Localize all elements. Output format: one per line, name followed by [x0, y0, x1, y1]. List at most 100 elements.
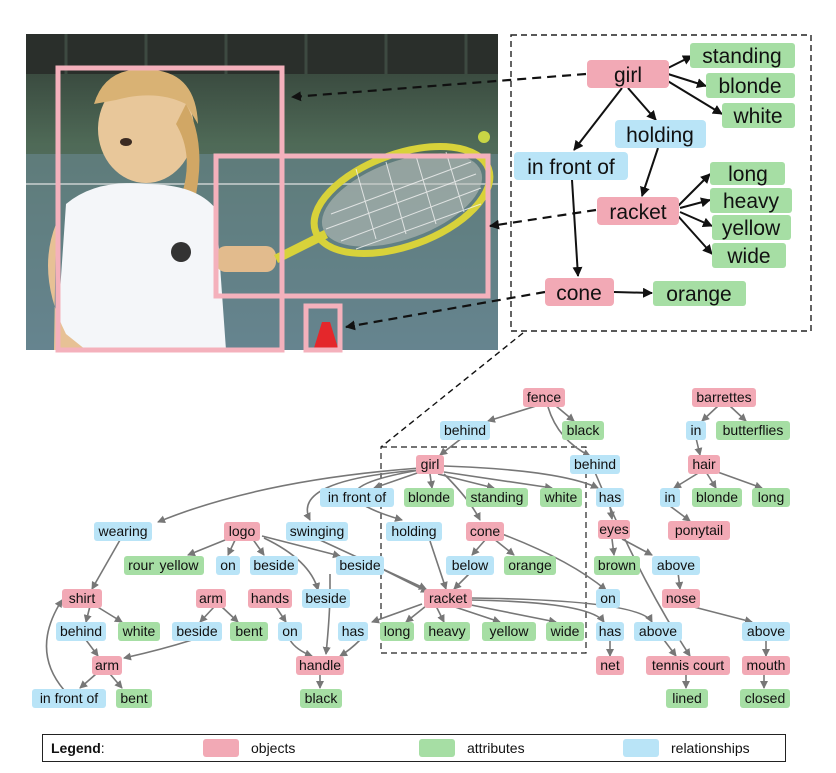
node-label-above-1: above: [657, 557, 695, 573]
node-label-bent-2: bent: [120, 690, 147, 706]
node-label-lined: lined: [672, 690, 702, 706]
node-nose: nose: [662, 589, 700, 608]
node-label-mouth: mouth: [747, 657, 786, 673]
node-label-behind-2: behind: [574, 456, 616, 472]
inset-node-racket: racket: [597, 197, 679, 225]
node-label-standing: standing: [471, 489, 524, 505]
node-label-white-2: white: [122, 623, 156, 639]
node-label-wearing: wearing: [97, 523, 147, 539]
node-racket: racket: [424, 589, 472, 608]
legend: Legend: objects attributes relationships: [42, 734, 786, 762]
node-label-in-1: in: [691, 422, 702, 438]
inset-node-holding: holding: [615, 120, 706, 148]
node-label-in-2: in: [665, 489, 676, 505]
node-girl: girl: [416, 455, 444, 474]
node-label-swinging: swinging: [290, 523, 344, 539]
inset-label-girl: girl: [614, 64, 642, 87]
node-long-2: long: [752, 488, 790, 507]
node-label-long-1: long: [384, 623, 410, 639]
inset-label-racket: racket: [609, 201, 666, 224]
node-black-2: black: [300, 689, 342, 708]
node-label-blonde-1: blonde: [408, 489, 450, 505]
node-in-front-of-1: in front of: [320, 488, 394, 507]
node-orange: orange: [504, 556, 556, 575]
cone-bounding-box: [303, 303, 343, 353]
node-butterflies: butterflies: [716, 421, 790, 440]
full-graph-edges: [45, 405, 770, 691]
node-holding: holding: [386, 522, 442, 541]
grounding-arrows: [291, 72, 597, 331]
node-label-eyes: eyes: [599, 521, 629, 537]
node-label-beside-3: beside: [305, 590, 346, 606]
node-white-2: white: [118, 622, 160, 641]
node-label-heavy: heavy: [428, 623, 465, 639]
node-label-long-2: long: [758, 489, 784, 505]
node-label-below: below: [452, 557, 489, 573]
inset-label-heavy: heavy: [723, 190, 780, 213]
node-label-net: net: [600, 657, 620, 673]
legend-relationships-label: relationships: [671, 740, 750, 756]
node-on-2: on: [596, 589, 620, 608]
node-label-white-1: white: [544, 489, 578, 505]
node-label-girl: girl: [421, 456, 440, 472]
inset-nodes: girl standing blonde white holding in fr…: [514, 43, 795, 306]
zoom-connector-lines: [380, 332, 524, 448]
inset-label-holding: holding: [626, 124, 694, 147]
node-tennis-court: tennis court: [646, 656, 730, 675]
node-long-1: long: [380, 622, 414, 641]
node-label-arm-2: arm: [95, 657, 119, 673]
node-label-above-3: above: [747, 623, 785, 639]
node-behind-2: behind: [570, 455, 620, 474]
node-label-nose: nose: [666, 590, 697, 606]
node-beside-2: beside: [336, 556, 384, 575]
node-yellow-2: yellow: [482, 622, 536, 641]
node-swinging: swinging: [286, 522, 348, 541]
inset-label-standing: standing: [702, 45, 781, 68]
girl-bounding-box: [55, 65, 285, 353]
node-closed: closed: [740, 689, 790, 708]
inset-node-standing: standing: [690, 43, 795, 68]
node-above-2: above: [634, 622, 682, 641]
inset-node-blonde: blonde: [706, 73, 795, 98]
legend-attributes-label: attributes: [467, 740, 525, 756]
inset-label-wide: wide: [726, 245, 770, 268]
node-beside-3: beside: [302, 589, 350, 608]
node-label-blonde-2: blonde: [696, 489, 738, 505]
node-label-in-front-of-2: in front of: [40, 690, 98, 706]
node-in-front-of-2: in front of: [32, 689, 106, 708]
node-label-bent-1: bent: [235, 623, 262, 639]
node-in-1: in: [686, 421, 706, 440]
node-heavy: heavy: [424, 622, 470, 641]
node-label-hands: hands: [251, 590, 289, 606]
node-label-beside-4: beside: [176, 623, 217, 639]
node-beside-1: beside: [250, 556, 298, 575]
node-behind-3: behind: [56, 622, 106, 641]
node-label-has-2: has: [342, 623, 365, 639]
node-white-1: white: [540, 488, 582, 507]
node-label-beside-2: beside: [339, 557, 380, 573]
node-label-yellow-2: yellow: [490, 623, 530, 639]
inset-node-girl: girl: [587, 60, 669, 88]
inset-label-yellow: yellow: [722, 217, 781, 240]
node-label-has-1: has: [599, 489, 622, 505]
node-label-has-3: has: [599, 623, 622, 639]
node-label-black-2: black: [305, 690, 339, 706]
node-hands: hands: [248, 589, 292, 608]
node-label-on-3: on: [282, 623, 298, 639]
legend-attributes-swatch: [419, 739, 455, 757]
node-below: below: [446, 556, 494, 575]
node-label-on-1: on: [220, 557, 236, 573]
node-label-on-2: on: [600, 590, 616, 606]
node-ponytail: ponytail: [668, 521, 730, 540]
node-label-orange: orange: [508, 557, 552, 573]
node-mouth: mouth: [742, 656, 790, 675]
node-cone: cone: [466, 522, 504, 541]
node-label-holding: holding: [391, 523, 436, 539]
bounding-boxes: [55, 65, 491, 353]
inset-node-yellow: yellow: [712, 215, 791, 240]
node-label-wide: wide: [550, 623, 580, 639]
inset-label-cone: cone: [556, 282, 602, 305]
node-has-1: has: [596, 488, 624, 507]
full-graph-focus-box: [380, 446, 587, 654]
inset-node-wide: wide: [712, 243, 786, 268]
